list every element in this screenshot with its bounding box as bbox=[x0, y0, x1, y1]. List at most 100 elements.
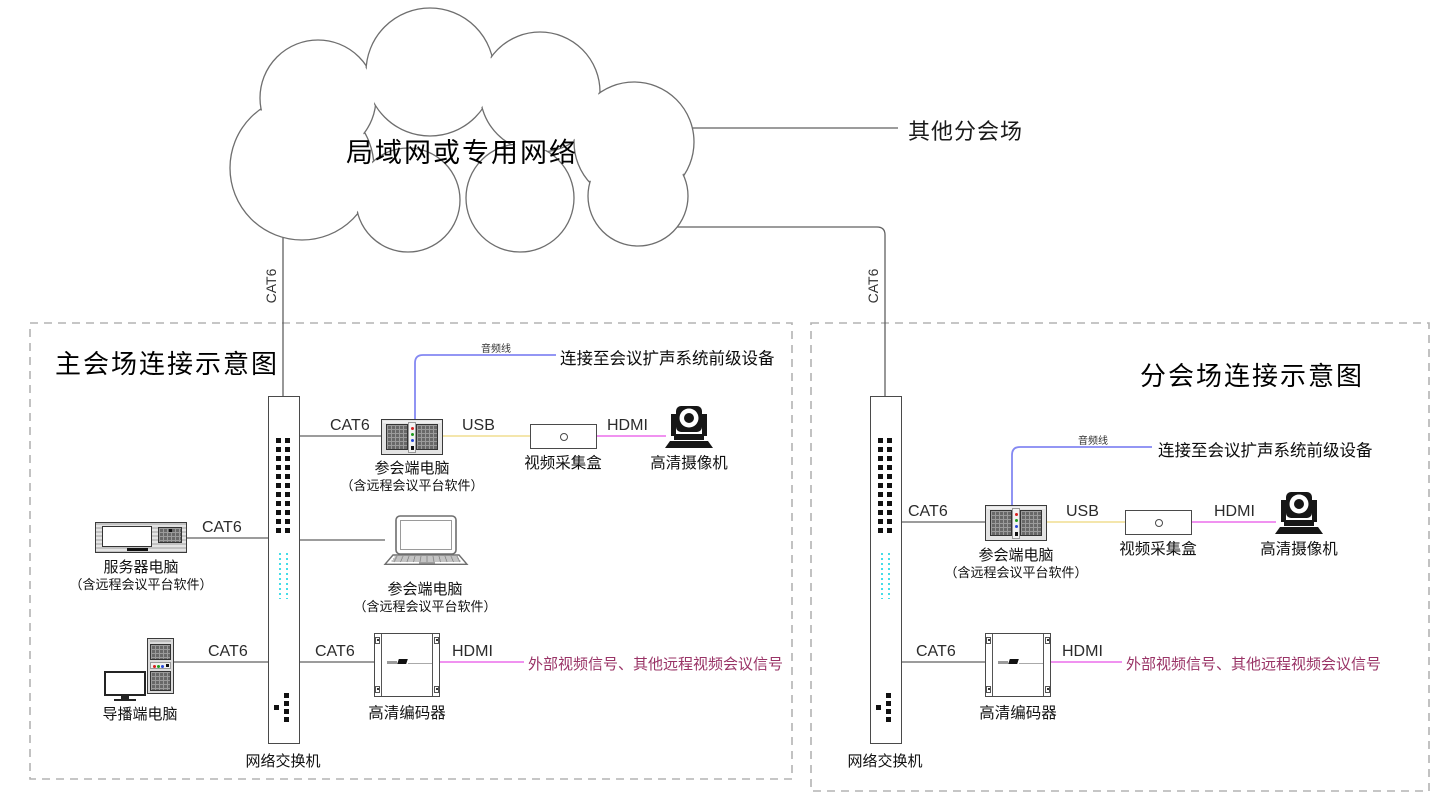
participant-pc-sub-branch: （含远程会议平台软件） bbox=[944, 565, 1088, 580]
usb-label-main: USB bbox=[462, 417, 495, 434]
participant-pc-label-branch: 参会端电脑 bbox=[978, 547, 1054, 564]
server-pc-label: 服务器电脑 bbox=[103, 559, 179, 576]
cat6-label-server: CAT6 bbox=[202, 519, 242, 536]
main-venue-box bbox=[29, 322, 793, 780]
audio-target-label-branch: 连接至会议扩声系统前级设备 bbox=[1158, 442, 1373, 460]
cat6-label-encoder-branch: CAT6 bbox=[916, 643, 956, 660]
switch-uplink-ports bbox=[886, 693, 891, 722]
capture-box-icon bbox=[530, 424, 597, 449]
capture-box-label-main: 视频采集盒 bbox=[524, 455, 602, 472]
monitor-icon bbox=[104, 671, 146, 696]
pc-grille bbox=[1020, 510, 1042, 536]
capture-box-label-branch: 视频采集盒 bbox=[1119, 541, 1197, 558]
switch-activity-lights bbox=[881, 553, 883, 599]
laptop-icon bbox=[383, 515, 469, 565]
network-switch-icon bbox=[268, 396, 300, 744]
encoder-logo bbox=[387, 661, 397, 664]
hdmi-label-camera-branch: HDMI bbox=[1214, 503, 1255, 520]
pc-grille bbox=[416, 424, 438, 450]
cat6-label-participant-main: CAT6 bbox=[330, 417, 370, 434]
led-green bbox=[1015, 519, 1018, 522]
branch-venue-title: 分会场连接示意图 bbox=[1140, 361, 1365, 391]
switch-activity-lights bbox=[279, 553, 281, 599]
audio-target-label-main: 连接至会议扩声系统前级设备 bbox=[560, 350, 775, 368]
network-switch-icon-branch bbox=[870, 396, 902, 744]
capture-box-icon-branch bbox=[1125, 510, 1192, 535]
monitor-stand bbox=[121, 696, 129, 699]
other-venue-label: 其他分会场 bbox=[908, 119, 1024, 144]
encoder-logo-mark bbox=[397, 659, 408, 664]
usb-label-branch: USB bbox=[1066, 503, 1099, 520]
hdmi-label-encoder-branch: HDMI bbox=[1062, 643, 1103, 660]
camera-label-branch: 高清摄像机 bbox=[1260, 541, 1338, 558]
led-blue bbox=[1015, 525, 1018, 528]
participant-pc-sub-main: （含远程会议平台软件） bbox=[340, 478, 484, 493]
led-blue bbox=[161, 664, 164, 668]
server-panel bbox=[158, 527, 182, 543]
capture-box-lens bbox=[1155, 519, 1163, 527]
participant-laptop-label: 参会端电脑 bbox=[387, 581, 463, 598]
cat6-line-cloud-to-branch-switch bbox=[660, 226, 886, 400]
switch-console-port bbox=[876, 705, 881, 710]
hdmi-label-encoder-main: HDMI bbox=[452, 643, 493, 660]
branch-venue-box bbox=[810, 322, 1430, 792]
encoder-screw bbox=[1045, 637, 1050, 644]
switch-port-column bbox=[878, 438, 883, 533]
cloud-label: 局域网或专用网络 bbox=[346, 138, 578, 168]
switch-console-port bbox=[274, 705, 279, 710]
encoder-icon bbox=[374, 633, 440, 697]
server-foot bbox=[127, 548, 148, 551]
led-red bbox=[1015, 513, 1018, 516]
audio-cable-label-main: 音频线 bbox=[481, 344, 511, 355]
server-pc-icon bbox=[95, 522, 187, 553]
switch-port-column bbox=[285, 438, 290, 533]
cat6-label-main-trunk: CAT6 bbox=[263, 268, 279, 304]
encoder-logo-line bbox=[1019, 663, 1043, 664]
switch-label-main: 网络交换机 bbox=[245, 753, 321, 770]
led-green bbox=[157, 664, 160, 668]
encoder-logo-line bbox=[408, 663, 432, 664]
power-button bbox=[1015, 532, 1018, 536]
encoder-label-main: 高清编码器 bbox=[368, 705, 446, 722]
switch-activity-lights bbox=[888, 553, 890, 599]
switch-port-column bbox=[887, 438, 892, 533]
monitor-base bbox=[114, 699, 136, 701]
server-pc-sub: （含远程会议平台软件） bbox=[69, 577, 213, 592]
encoder-screw bbox=[434, 637, 439, 644]
switch-activity-lights bbox=[286, 553, 288, 599]
cat6-label-director: CAT6 bbox=[208, 643, 248, 660]
director-pc-label: 导播端电脑 bbox=[102, 706, 178, 723]
rack-pc-icon bbox=[381, 419, 443, 455]
audio-cable-label-branch: 音频线 bbox=[1078, 436, 1108, 447]
cat6-label-encoder-main: CAT6 bbox=[315, 643, 355, 660]
encoder-screw bbox=[986, 686, 991, 693]
encoder-screw bbox=[375, 637, 380, 644]
encoder-logo-mark bbox=[1008, 659, 1019, 664]
participant-pc-label-main: 参会端电脑 bbox=[374, 460, 450, 477]
encoder-screw bbox=[375, 686, 380, 693]
led-blue bbox=[411, 439, 414, 442]
server-screen bbox=[102, 526, 152, 547]
tower-grille bbox=[150, 644, 171, 660]
led-red bbox=[153, 664, 156, 668]
camera-label-main: 高清摄像机 bbox=[650, 455, 728, 472]
tower-grille bbox=[150, 671, 171, 691]
pc-grille bbox=[990, 510, 1012, 536]
tower-pc-icon bbox=[147, 638, 174, 694]
switch-uplink-ports bbox=[284, 693, 289, 722]
external-video-label-main: 外部视频信号、其他远程视频会议信号 bbox=[528, 656, 784, 673]
external-video-label-branch: 外部视频信号、其他远程视频会议信号 bbox=[1126, 656, 1382, 673]
hdmi-label-camera-main: HDMI bbox=[607, 417, 648, 434]
pc-grille bbox=[386, 424, 408, 450]
cat6-label-branch-trunk: CAT6 bbox=[865, 268, 881, 304]
rack-pc-icon-branch bbox=[985, 505, 1047, 541]
ptz-camera-icon bbox=[665, 406, 713, 448]
ptz-camera-icon-branch bbox=[1275, 492, 1323, 534]
encoder-icon-branch bbox=[985, 633, 1051, 697]
capture-box-lens bbox=[560, 433, 568, 441]
audio-line-branch bbox=[1011, 446, 1152, 506]
participant-laptop-sub: （含远程会议平台软件） bbox=[353, 599, 497, 614]
encoder-screw bbox=[1045, 686, 1050, 693]
